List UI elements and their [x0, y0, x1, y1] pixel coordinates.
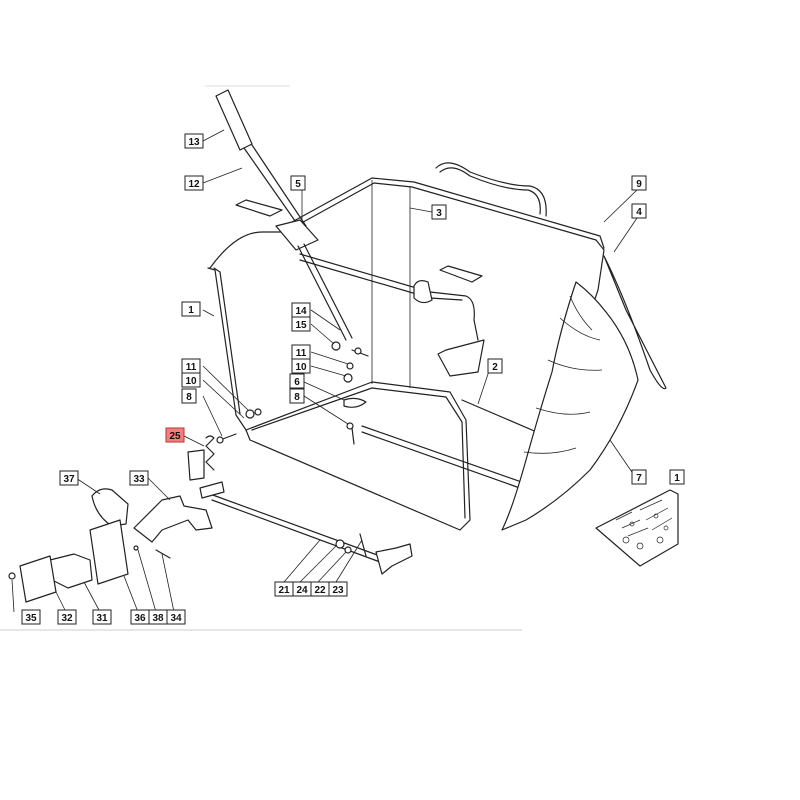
svg-text:22: 22 [314, 585, 326, 596]
svg-text:7: 7 [636, 473, 642, 484]
callout-9: 9 [631, 175, 647, 191]
svg-text:32: 32 [61, 613, 73, 624]
svg-text:14: 14 [295, 306, 307, 317]
svg-text:1: 1 [188, 305, 194, 316]
svg-text:37: 37 [63, 474, 75, 485]
svg-text:3: 3 [436, 208, 442, 219]
callout-7: 7 [631, 469, 647, 485]
callout-8-left: 8 [181, 388, 197, 404]
svg-text:21: 21 [278, 585, 290, 596]
callout-38: 38 [148, 609, 168, 625]
callout-33: 33 [129, 470, 149, 486]
callout-10-mid: 10 [291, 358, 311, 374]
callout-32: 32 [57, 609, 77, 625]
callout-14: 14 [291, 302, 311, 318]
svg-text:8: 8 [294, 392, 300, 403]
svg-text:11: 11 [296, 348, 307, 359]
svg-text:35: 35 [25, 613, 37, 624]
callout-8-mid: 8 [289, 388, 305, 404]
callout-4: 4 [631, 203, 647, 219]
svg-text:15: 15 [295, 320, 307, 331]
lever-handle [215, 89, 369, 357]
svg-text:10: 10 [295, 362, 307, 373]
svg-text:1: 1 [674, 473, 680, 484]
svg-text:34: 34 [170, 613, 182, 624]
callout-15: 15 [291, 316, 311, 332]
svg-text:10: 10 [185, 376, 197, 387]
callout-11-mid: 11 [291, 344, 311, 360]
svg-text:23: 23 [332, 585, 344, 596]
callout-5: 5 [290, 175, 306, 191]
callout-35: 35 [21, 609, 41, 625]
svg-text:12: 12 [188, 179, 200, 190]
svg-text:24: 24 [296, 585, 308, 596]
svg-text:33: 33 [133, 474, 145, 485]
svg-text:25: 25 [169, 431, 181, 442]
callout-labels: 13 12 5 3 9 4 1 14 15 11 10 11 10 6 8 8 … [21, 133, 685, 625]
svg-text:36: 36 [134, 613, 146, 624]
lower-linkage [199, 481, 413, 575]
callout-24: 24 [292, 581, 312, 597]
callout-22: 22 [310, 581, 330, 597]
svg-text:4: 4 [636, 207, 642, 218]
svg-text:11: 11 [186, 362, 197, 373]
callout-31: 31 [92, 609, 112, 625]
svg-text:2: 2 [492, 362, 498, 373]
svg-text:31: 31 [96, 613, 108, 624]
callout-11-left: 11 [181, 358, 201, 374]
callout-34: 34 [166, 609, 186, 625]
svg-text:8: 8 [186, 392, 192, 403]
callout-23: 23 [328, 581, 348, 597]
svg-text:38: 38 [152, 613, 164, 624]
latch-parts [8, 488, 213, 603]
spring-and-bracket [187, 362, 367, 481]
callout-6: 6 [289, 373, 305, 389]
callout-13: 13 [184, 133, 204, 149]
callout-37: 37 [59, 470, 79, 486]
svg-text:5: 5 [295, 179, 301, 190]
callout-21: 21 [274, 581, 294, 597]
svg-text:6: 6 [294, 377, 300, 388]
callout-25: 25 [165, 427, 185, 443]
grass-bag [501, 255, 667, 531]
callout-36: 36 [130, 609, 150, 625]
svg-text:13: 13 [188, 137, 200, 148]
hardware-kit-inset [595, 489, 679, 567]
callout-2: 2 [487, 358, 503, 374]
frame-assembly [207, 162, 605, 531]
callout-1: 1 [181, 301, 201, 317]
callout-1-right: 1 [669, 469, 685, 485]
callout-3: 3 [431, 204, 447, 220]
callout-12: 12 [184, 175, 204, 191]
callout-10-left: 10 [181, 372, 201, 388]
svg-text:9: 9 [636, 179, 642, 190]
